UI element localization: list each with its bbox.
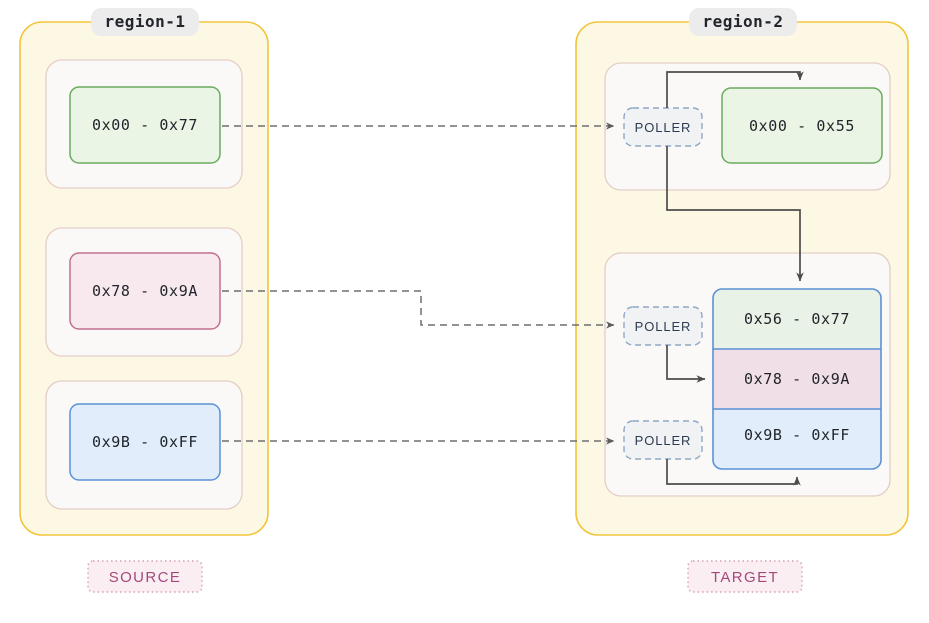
region-1-label: region-1 [104, 12, 185, 31]
poller-2-label: POLLER [635, 319, 692, 334]
poller-3-box[interactable] [623, 420, 703, 460]
tgt-green-block-label: 0x00 - 0x55 [749, 117, 855, 135]
tgt-seg-pink-fill[interactable] [713, 349, 881, 409]
poller-2-box[interactable] [623, 306, 703, 346]
internal-arrows [666, 71, 804, 486]
src-pink-block[interactable] [69, 252, 221, 330]
poller-3-label: POLLER [635, 433, 692, 448]
target-stacked-block: 0x56 - 0x77 0x78 - 0x9A 0x9B - 0xFF [712, 288, 882, 470]
poller-1-label: POLLER [635, 120, 692, 135]
src-blue-block-label: 0x9B - 0xFF [92, 433, 198, 451]
target-badge-box [687, 560, 803, 593]
region-2-label: region-2 [702, 12, 783, 31]
source-badge-label: SOURCE [109, 569, 182, 586]
source-badge-box [87, 560, 203, 593]
src-green-block-label: 0x00 - 0x77 [92, 116, 198, 134]
tgt-seg-green-label: 0x56 - 0x77 [744, 310, 850, 328]
arrow-poller-1-to-stack-top [666, 146, 804, 282]
cross-region-connectors [222, 122, 615, 445]
arrow-poller-1-to-green [666, 71, 804, 108]
tgt-seg-green-fill[interactable] [713, 289, 881, 349]
tgt-seg-blue-fill[interactable] [713, 409, 881, 469]
target-badge-label: TARGET [711, 569, 779, 586]
src-pink-block-label: 0x78 - 0x9A [92, 282, 198, 300]
arrow-poller-2-to-pink-segment [666, 345, 706, 383]
tgt-green-block[interactable] [721, 87, 883, 164]
region-1-container: region-1 0x00 - 0x77 0x78 - 0x9A 0x9B - … [19, 8, 269, 536]
src-blue-block[interactable] [69, 403, 221, 481]
endpoint-labels: SOURCE TARGET [87, 560, 803, 593]
arrow-poller-3-to-stack-bottom [666, 459, 801, 486]
region-1-label-pill [91, 8, 199, 36]
connector-pink-to-poller-2 [222, 290, 615, 329]
region-2-container: region-2 0x00 - 0x55 0x56 - 0x77 0x78 - … [575, 8, 909, 536]
tgt-seg-blue-label: 0x9B - 0xFF [744, 426, 850, 444]
tgt-seg-pink-label: 0x78 - 0x9A [744, 370, 850, 388]
region-2-label-pill [689, 8, 797, 36]
src-green-block[interactable] [69, 86, 221, 164]
stack-outline [712, 288, 882, 470]
poller-1-box[interactable] [623, 107, 703, 147]
